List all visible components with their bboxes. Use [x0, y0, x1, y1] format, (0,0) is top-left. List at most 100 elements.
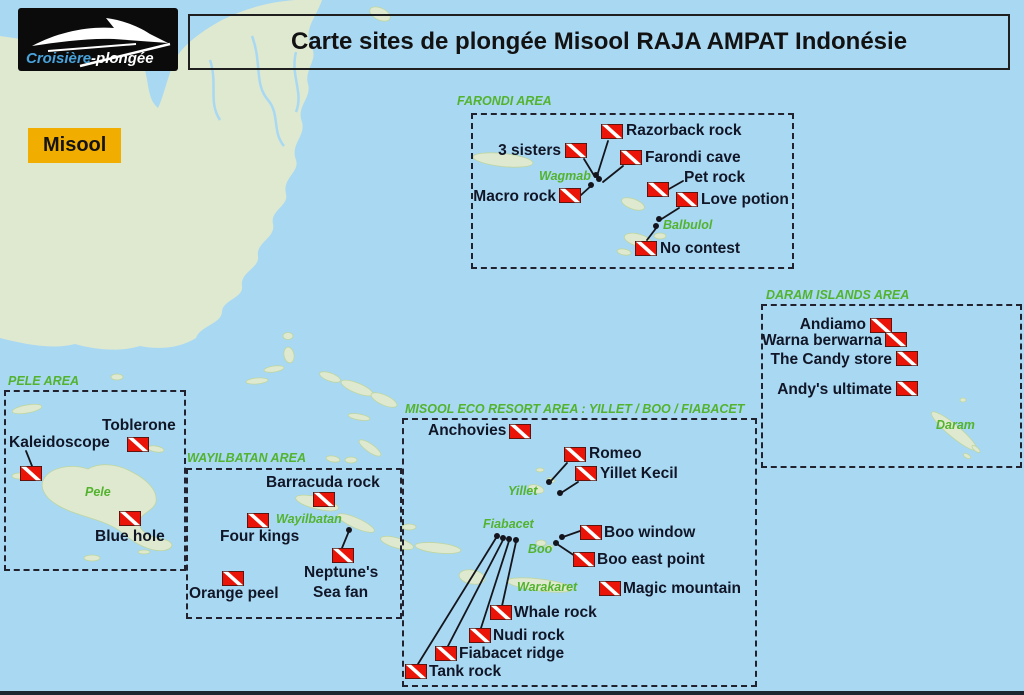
- site-label-farondi-cave: Farondi cave: [645, 149, 741, 166]
- dive-flag-icon: [647, 182, 670, 197]
- misool-island-landmass: [0, 0, 322, 350]
- dive-flag-icon: [20, 466, 43, 481]
- site-label-andiamo: Andiamo: [799, 316, 866, 333]
- dive-flag-icon: [620, 150, 643, 165]
- site-label-fiabacet-ridge: Fiabacet ridge: [459, 645, 565, 662]
- dive-flag-icon: [435, 646, 458, 661]
- site-label-nudi-rock: Nudi rock: [493, 627, 565, 644]
- island-label-wagmab: Wagmab: [539, 169, 591, 183]
- site-label-no-contest: No contest: [660, 240, 741, 257]
- river: [250, 35, 286, 147]
- map-bottom-edge: [0, 691, 1024, 695]
- site-label-orange-peel: Orange peel: [189, 585, 279, 602]
- site-location-dot: [596, 176, 602, 182]
- dive-flag-icon: [599, 581, 622, 596]
- area-label-wayilbatan: WAYILBATAN AREA: [187, 451, 306, 465]
- site-label-neptunes-line1: Neptune's: [304, 564, 379, 581]
- island-label-wayilbatan: Wayilbatan: [276, 512, 342, 526]
- dive-flag-icon: [490, 605, 513, 620]
- dive-flag-icon: [559, 188, 582, 203]
- site-label-boo-east-point: Boo east point: [597, 551, 705, 568]
- area-box-wayilbatan: [186, 468, 402, 619]
- dive-flag-icon: [870, 318, 893, 333]
- area-box-farondi: [471, 113, 794, 269]
- dive-flag-icon: [564, 447, 587, 462]
- site-label-magic-mountain: Magic mountain: [623, 580, 741, 597]
- site-location-dot: [656, 216, 662, 222]
- dive-flag-icon: [509, 424, 532, 439]
- site-label-anchovies: Anchovies: [428, 422, 507, 439]
- site-location-dot: [557, 490, 563, 496]
- dive-flag-icon: [405, 664, 428, 679]
- site-location-dot: [546, 479, 552, 485]
- site-label-boo-window: Boo window: [604, 524, 696, 541]
- site-label-whale-rock: Whale rock: [514, 604, 597, 621]
- site-location-dot: [346, 527, 352, 533]
- dive-flag-icon: [247, 513, 270, 528]
- dive-flag-icon: [676, 192, 699, 207]
- site-label-the-candy-store: The Candy store: [770, 351, 892, 368]
- dive-flag-icon: [575, 466, 598, 481]
- dive-flag-icon: [635, 241, 658, 256]
- island-label-boo: Boo: [528, 542, 553, 556]
- area-label-farondi: FARONDI AREA: [457, 94, 552, 108]
- islands-group: [0, 0, 981, 593]
- site-location-dot: [506, 536, 512, 542]
- dive-flag-icon: [896, 351, 919, 366]
- dive-flag-icon: [469, 628, 492, 643]
- area-label-misool-eco: MISOOL ECO RESORT AREA : YILLET / BOO / …: [405, 402, 745, 416]
- site-label-andys-ultimate: Andy's ultimate: [777, 381, 892, 398]
- logo-brand-primary: Croisière: [26, 50, 92, 67]
- dive-flag-icon: [565, 143, 588, 158]
- dive-flag-icon: [580, 525, 603, 540]
- dive-flag-icon: [119, 511, 142, 526]
- pele-island: [41, 464, 173, 552]
- area-label-daram: DARAM ISLANDS AREA: [766, 288, 910, 302]
- island-label-fiabacet: Fiabacet: [483, 517, 534, 531]
- island-label-daram: Daram: [936, 418, 975, 432]
- river: [208, 59, 222, 121]
- logo-wordmark: Croisière-plongée: [26, 50, 154, 67]
- site-label-romeo: Romeo: [589, 445, 642, 462]
- site-label-neptunes-line2: Sea fan: [313, 584, 369, 601]
- site-label-tank-rock: Tank rock: [429, 663, 502, 680]
- site-location-dot: [593, 172, 599, 178]
- site-location-dot: [559, 534, 565, 540]
- island-label-yillet: Yillet: [508, 484, 538, 498]
- speedboat-icon: [32, 18, 171, 68]
- site-location-dot: [494, 533, 500, 539]
- area-box-daram: [761, 304, 1022, 468]
- map-title-box: Carte sites de plongée Misool RAJA AMPAT…: [188, 14, 1010, 70]
- site-label-toblerone: Toblerone: [102, 417, 176, 434]
- area-label-pele: PELE AREA: [8, 374, 80, 388]
- croisiere-plongee-logo[interactable]: Croisière-plongée: [18, 8, 178, 71]
- site-label-barracuda-rock: Barracuda rock: [266, 474, 380, 491]
- site-label-3-sisters: 3 sisters: [498, 142, 561, 159]
- island-label-pele: Pele: [85, 485, 111, 499]
- site-location-dot: [653, 223, 659, 229]
- island-label-warakaret: Warakaret: [517, 580, 578, 594]
- site-label-pet-rock: Pet rock: [684, 169, 746, 186]
- site-label-yillet-kecil: Yillet Kecil: [600, 465, 678, 482]
- dive-flag-icon: [573, 552, 596, 567]
- site-location-dot: [588, 182, 594, 188]
- site-location-dot: [553, 540, 559, 546]
- site-label-warna-berwarna: Warna berwarna: [761, 332, 882, 349]
- dive-flag-icon: [127, 437, 150, 452]
- map-title: Carte sites de plongée Misool RAJA AMPAT…: [290, 28, 908, 55]
- river: [293, 51, 300, 113]
- logo-brand-secondary: -plongée: [91, 50, 154, 67]
- dive-flag-icon: [222, 571, 245, 586]
- site-label-razorback-rock: Razorback rock: [626, 122, 742, 139]
- dive-flag-icon: [601, 124, 624, 139]
- dive-flag-icon: [313, 492, 336, 507]
- site-label-kaleidoscope: Kaleidoscope: [9, 434, 110, 451]
- site-location-dot: [500, 535, 506, 541]
- site-location-dot: [513, 537, 519, 543]
- connector-lines: [25, 140, 684, 665]
- site-label-love-potion: Love potion: [701, 191, 789, 208]
- region-badge-misool: Misool: [28, 128, 122, 163]
- area-box-pele: [4, 390, 186, 571]
